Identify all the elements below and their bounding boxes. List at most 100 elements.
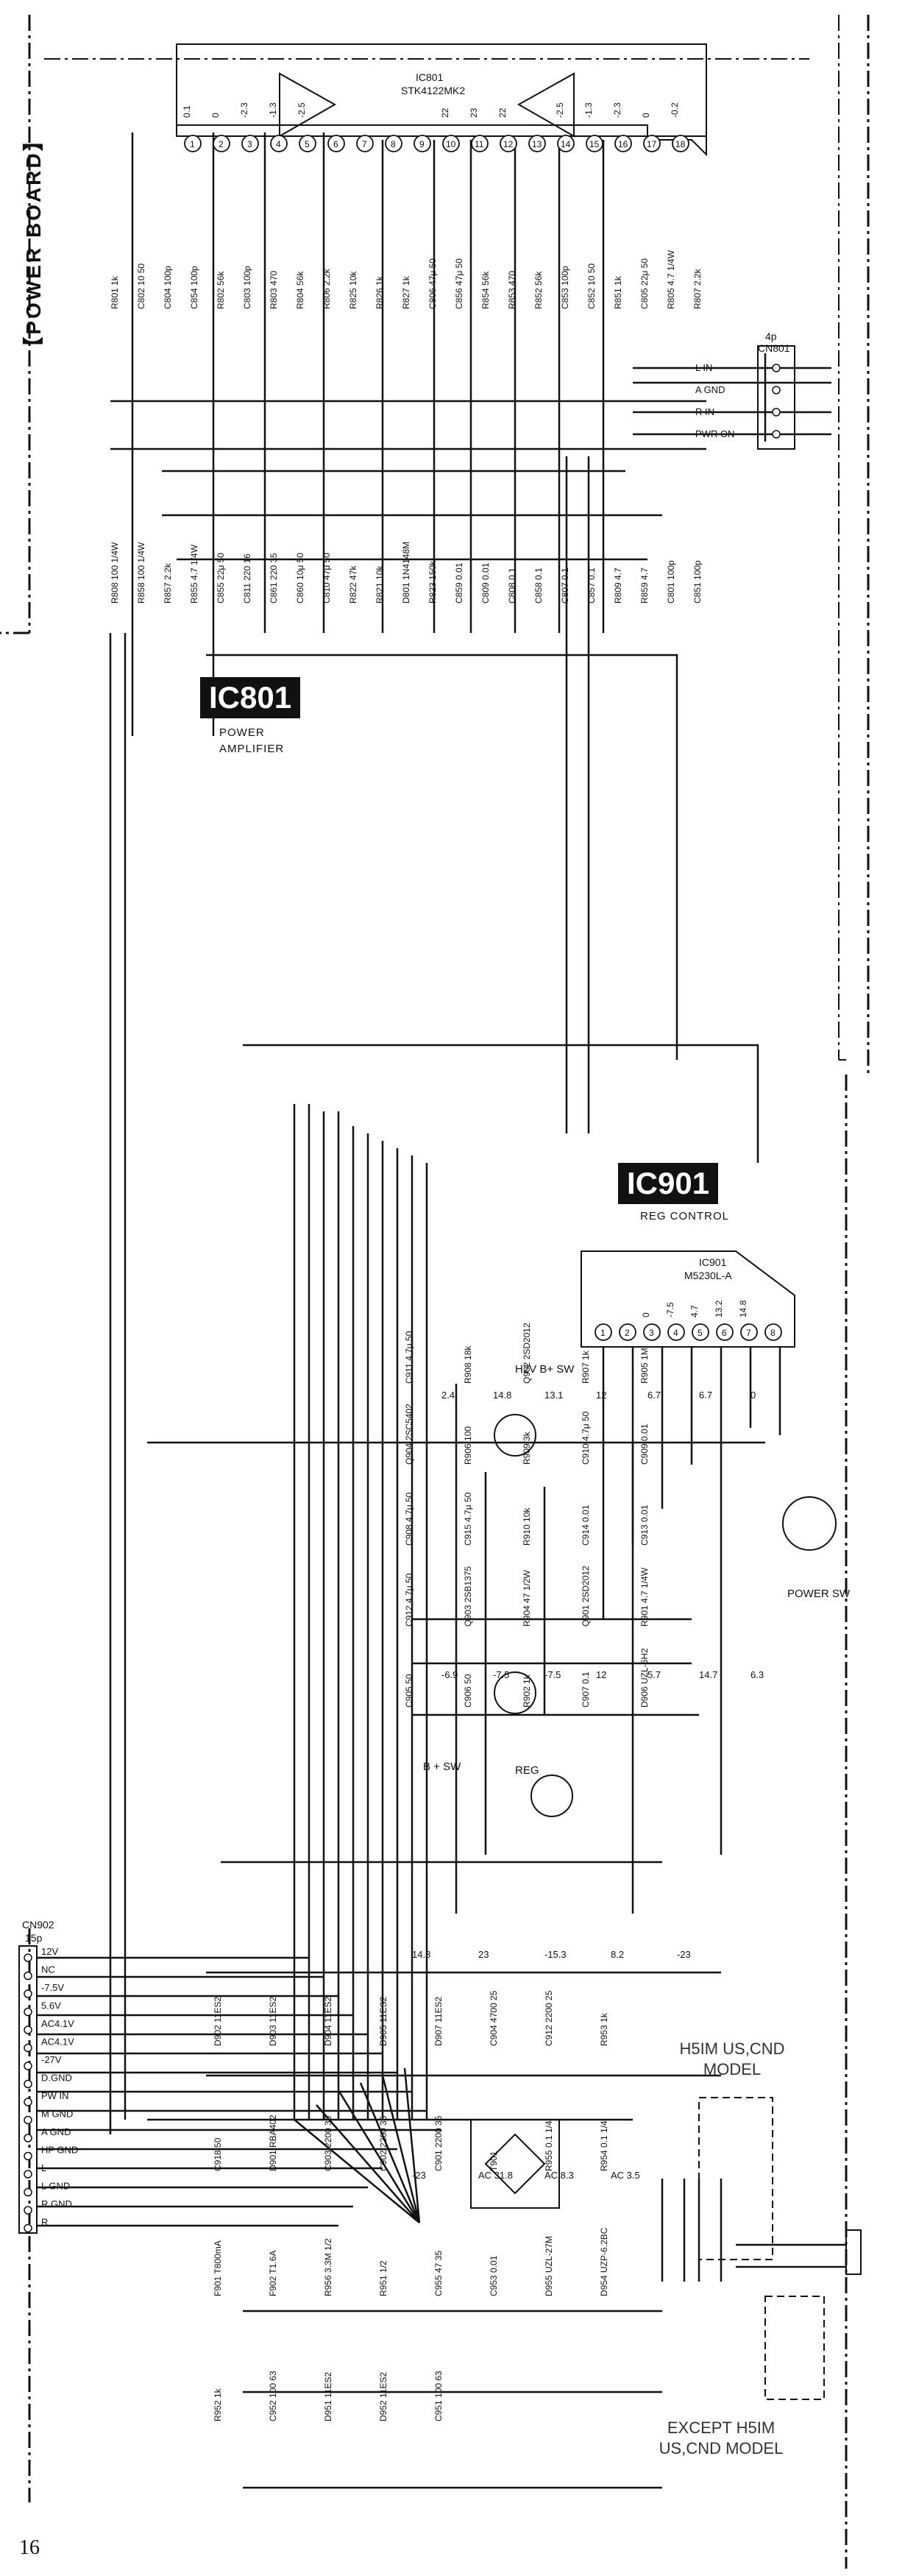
ic901-pin-number: 4 (673, 1328, 678, 1338)
ic801-pin (672, 135, 689, 152)
regulator-component-label: R902 1k (522, 1674, 532, 1708)
supply-component-label: C955 47 35 (433, 2251, 444, 2296)
power-component-label: C809 0.01 (480, 562, 491, 604)
q901-transistor (530, 1774, 573, 1817)
power-component-label: C806 47μ 50 (427, 258, 438, 309)
regulator-voltage: 5.7 (647, 1669, 661, 1680)
power-component-label: R804 56k (295, 271, 305, 309)
supply-voltage: AC 3.5 (611, 2170, 640, 2181)
power-component-label: R854 56k (480, 271, 491, 309)
cn902-pin-label: PW IN (41, 2090, 69, 2101)
q903-transistor (494, 1671, 536, 1714)
ic901-outputs (602, 1347, 781, 1619)
cn801-pin-label: L IN (695, 362, 712, 373)
cn902-pin-label: 12V (41, 1946, 58, 1957)
power-component-label: R803 470 (269, 271, 279, 309)
cn801-pin (772, 386, 781, 394)
ic801-pin-number: 7 (362, 139, 367, 149)
regulator-component-label: C914 0.01 (581, 1504, 591, 1546)
power-component-label: R808 100 1/4W (110, 542, 120, 604)
ic801-pin (500, 135, 517, 152)
ic901-pin (667, 1323, 685, 1341)
power-component-label: R826 1k (375, 275, 385, 309)
power-component-label: R855 4.7 1/4W (189, 544, 199, 604)
regulator-component-label: C908 4.7μ 50 (404, 1492, 414, 1546)
cn902-pin-label: -7.5V (41, 1982, 64, 1993)
power-component-label: R801 1k (110, 275, 120, 309)
regulator-voltage: 14.7 (699, 1669, 717, 1680)
ic901-pin (619, 1323, 636, 1341)
ic801-pin-voltage: -1.3 (268, 102, 278, 118)
regulator-component-label: C907 0.1 (581, 1671, 591, 1708)
cn902-leads (37, 1956, 441, 2227)
ic801-pin-number: 14 (561, 139, 571, 149)
ic801-pin-voltage: -2.3 (239, 102, 249, 118)
cn801-pin (772, 364, 781, 372)
cn902-pin (24, 2170, 32, 2179)
ic801-caption-line2: AMPLIFIER (219, 743, 285, 755)
power-component-label: C860 10μ 50 (295, 553, 305, 604)
cn902-pin (24, 2098, 32, 2106)
h2v-label: H2V B+ SW (515, 1363, 575, 1376)
supply-component-label: R954 0.1 1/4 (599, 2120, 609, 2171)
regulator-voltage: 0 (750, 1390, 756, 1401)
q904-transistor (782, 1496, 837, 1551)
ic801-pin (557, 135, 575, 152)
regulator-component-label: R908 18k (463, 1345, 473, 1384)
regulator-component-label: C911 4.7μ 50 (404, 1331, 414, 1384)
cn902-pin (24, 2079, 32, 2089)
supply-voltage: -23 (677, 1949, 691, 1960)
cn902-size: 15p (25, 1932, 43, 1944)
cn902-pin (24, 1953, 32, 1962)
ic801-pin-number: 5 (305, 139, 310, 149)
ic801-pin (356, 135, 374, 152)
supply-component-label: D955 UZL-27M (544, 2236, 554, 2296)
cn902-pin (24, 2151, 32, 2161)
regulator-voltage: 2.4 (441, 1390, 455, 1401)
cn902-pin (24, 2134, 32, 2142)
supply-voltage: AC 31.8 (478, 2170, 513, 2181)
ic901-pin-voltage: -7.5 (665, 1302, 675, 1317)
ic801-pin-number: 6 (333, 139, 338, 149)
ic801-pin (528, 135, 546, 152)
ic801-pin-number: 8 (391, 139, 396, 149)
regulator-component-label: C912 4.7μ 50 (404, 1573, 414, 1627)
model-box-bottom (764, 2296, 825, 2400)
model-note-top: H5IM US,CND MODEL (679, 2039, 785, 2078)
ic801-pin-voltage: 0.1 (182, 105, 192, 118)
ic901-pin-number: 8 (770, 1328, 776, 1338)
regulator-voltage: -7.5 (544, 1669, 561, 1680)
regulator-component-label: R904 47 1/2W (522, 1570, 532, 1627)
power-sw-label: POWER SW (787, 1588, 851, 1600)
cn902-body (18, 1945, 38, 2234)
cn902-pin-label: L (41, 2162, 46, 2173)
cn902-pin-label: -27V (41, 2054, 62, 2065)
feed-lines (109, 456, 759, 2134)
regulator-voltage: 6.7 (699, 1390, 712, 1401)
power-component-label: R825 10k (348, 271, 358, 309)
ic801-pin (471, 135, 489, 152)
regulator-voltage: 13.1 (544, 1390, 563, 1401)
supply-voltage: 23 (478, 1949, 489, 1960)
regulator-component-label: Q904 2SC5402 (404, 1404, 414, 1465)
ic801-pin (414, 135, 431, 152)
model-note-bottom: EXCEPT H5IM US,CND MODEL (659, 2418, 784, 2458)
supply-voltage: 14.8 (412, 1949, 430, 1960)
ic801-pin-voltage: -2.5 (555, 102, 565, 118)
ic901-pin (595, 1323, 612, 1341)
ic801-pin (270, 135, 288, 152)
supply-component-label: R953 1k (599, 2012, 609, 2046)
regulator-component-label: Q903 2SB1375 (463, 1566, 473, 1627)
ic901-pin-voltage: 14.8 (738, 1300, 748, 1317)
supply-component-label: D952 11ES2 (378, 2372, 388, 2421)
power-component-label: R859 4.7 (639, 567, 650, 604)
power-component-label: C810 47μ 50 (322, 553, 332, 604)
power-component-label: C805 22μ 50 (639, 258, 650, 309)
regulator-component-label: R901 4.7 1/4W (639, 1567, 650, 1627)
power-component-label: C851 100p (692, 560, 703, 604)
cn902-pin-label: M GND (41, 2109, 73, 2120)
power-component-label: R805 4.7 1/4W (666, 250, 676, 309)
ic801-pin-voltage: -2.3 (612, 102, 622, 118)
